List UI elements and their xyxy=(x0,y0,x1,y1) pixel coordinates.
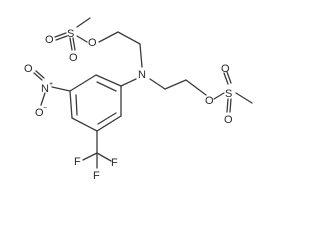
bond-ch2-ch2-upper xyxy=(117,31,141,45)
atom-o-nitro-up: O xyxy=(24,63,33,75)
ring-bond-2 xyxy=(69,74,97,92)
atom-o-lower-ester: O xyxy=(205,95,214,107)
atom-o-upper-left: O xyxy=(45,34,54,46)
bond-nitro-o-double xyxy=(33,72,43,81)
bond-nitro-o-double-2 xyxy=(35,70,45,79)
bond-s-o-double-upper-a2 xyxy=(55,35,68,41)
atom-f-right: F xyxy=(111,157,118,169)
bond-s-o-double-lower-a2 xyxy=(226,71,232,84)
bond-s-o-double-lower-a xyxy=(223,72,229,85)
atom-o-upper-down: O xyxy=(69,52,78,64)
bond-ring-nitro xyxy=(51,86,71,92)
atom-s-upper: S xyxy=(67,28,74,40)
atom-o-nitro-down: O xyxy=(35,107,44,119)
nitro-n-positive-charge: + xyxy=(49,81,53,88)
atom-n-nitro: N xyxy=(41,83,49,95)
atom-o-lower-up: O xyxy=(221,63,230,75)
ring-bond-3-inner xyxy=(75,94,78,116)
bond-s-o-ester-upper xyxy=(76,35,88,43)
bond-o-ch2-upper xyxy=(98,31,119,43)
nitro-o-negative-charge: − xyxy=(43,105,47,112)
bond-s-o-double-upper-a xyxy=(54,32,67,38)
bond-n-ring xyxy=(120,78,137,87)
bond-c-f-right xyxy=(96,152,112,162)
ring-bond-4 xyxy=(71,117,98,132)
atom-labels: O S O O N O S O O N + O O − F F F xyxy=(24,28,233,182)
atom-o-upper-ester: O xyxy=(88,37,97,49)
ring-bond-1-inner xyxy=(96,81,117,92)
ring-bond-3 xyxy=(69,90,73,119)
atom-f-left: F xyxy=(74,156,81,168)
ring-bond-5-inner xyxy=(97,112,117,125)
chemical-structure-diagram: O S O O N O S O O N + O O − F F F xyxy=(24,17,253,182)
bond-s-o-double-lower-b xyxy=(226,98,229,113)
bond-ch2-o-lower xyxy=(185,79,207,96)
bond-c-f-left xyxy=(82,152,98,161)
atom-o-lower-down: O xyxy=(224,114,233,126)
ring-bond-1 xyxy=(95,74,122,87)
bond-s-o-double-upper-b2 xyxy=(72,37,76,51)
bond-n-ch2-lower xyxy=(149,78,166,90)
atom-n-amine: N xyxy=(138,69,146,81)
bond-nitro-o-single xyxy=(40,92,46,106)
bond-ch2-n-upper xyxy=(139,43,143,68)
bonds xyxy=(33,17,253,169)
atom-s-lower: S xyxy=(225,88,232,100)
bond-methyl-s-upper xyxy=(76,17,91,28)
atom-f-down: F xyxy=(93,170,100,182)
ring-bond-5 xyxy=(96,115,122,132)
bond-o-s-lower xyxy=(213,92,225,100)
bond-s-methyl-lower xyxy=(235,92,253,104)
bond-ch2-ch2-lower xyxy=(164,79,187,90)
bond-s-o-double-upper-b xyxy=(69,37,73,51)
bond-s-o-double-lower-b2 xyxy=(229,98,232,113)
